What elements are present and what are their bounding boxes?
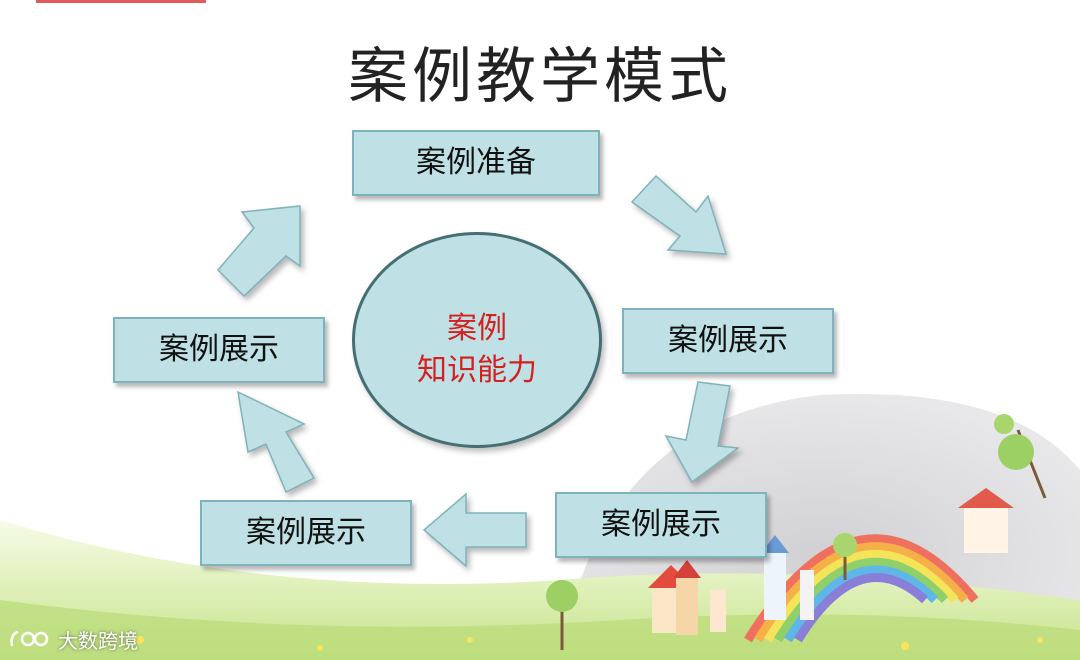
slide-title: 案例教学模式 xyxy=(348,42,732,112)
watermark-text: 大数跨境 xyxy=(58,628,138,653)
watermark: 大数跨境 xyxy=(8,624,138,654)
center-circle: 案例 知识能力 xyxy=(352,232,602,448)
center-text-line1: 案例 xyxy=(447,311,507,346)
node-case-display-bottom-left: 案例展示 xyxy=(200,500,412,566)
watermark-logo-icon xyxy=(10,630,49,647)
center-text-line2: 知识能力 xyxy=(417,353,537,388)
node-case-preparation: 案例准备 xyxy=(352,130,600,196)
node-case-display-bottom-right: 案例展示 xyxy=(555,492,767,558)
node-case-display-right: 案例展示 xyxy=(622,308,834,374)
accent-line xyxy=(36,0,206,3)
node-case-display-left: 案例展示 xyxy=(113,317,325,383)
